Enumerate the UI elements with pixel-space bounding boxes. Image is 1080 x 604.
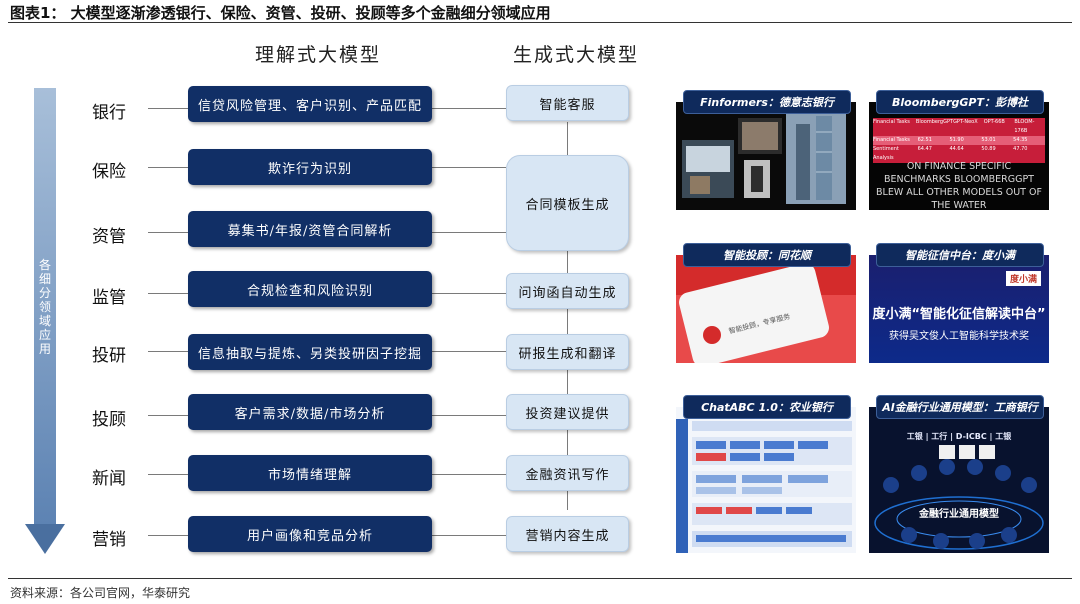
duxiaoman-headline: 度小满“智能化征信解读中台” (872, 307, 1046, 322)
generative-box-marketing: 营销内容生成 (506, 516, 629, 552)
card-icbc: AI金融行业通用模型：工商银行 工银 | 工行 | D-ICBC | 工银 金融… (869, 395, 1049, 553)
chatabc-architecture (676, 407, 856, 553)
model-illustration (874, 445, 1044, 550)
understanding-box-research: 信息抽取与提炼、另类投研因子挖掘 (188, 334, 432, 370)
icbc-center-label: 金融行业通用模型 (919, 509, 999, 520)
office-photo (676, 102, 856, 210)
vertical-connector (567, 122, 568, 510)
understanding-box-asset-mgmt: 募集书/年报/资管合同解析 (188, 211, 432, 247)
row-label-advisory: 投顾 (92, 410, 126, 430)
office-illustration (682, 112, 846, 204)
card-title: 智能投顾：同花顺 (683, 243, 851, 267)
generative-box-contract: 合同模板生成 (506, 155, 629, 251)
duxiaoman-panel: 度小满 度小满“智能化征信解读中台” 获得吴文俊人工智能科学技术奖 (869, 255, 1049, 363)
understanding-box-advisory: 客户需求/数据/市场分析 (188, 394, 432, 430)
card-title: Finformers：德意志银行 (683, 90, 851, 114)
understanding-box-insurance: 欺诈行为识别 (188, 149, 432, 185)
card-title: BloombergGPT：彭博社 (876, 90, 1044, 114)
source-note: 资料来源：各公司官网，华泰研究 (10, 586, 191, 600)
row-label-research: 投研 (92, 346, 126, 366)
card-chatabc: ChatABC 1.0：农业银行 (676, 395, 856, 553)
figure-title: 图表1： 大模型逐渐渗透银行、保险、资管、投研、投顾等多个金融细分领域应用 (10, 4, 551, 22)
icbc-panel: 工银 | 工行 | D-ICBC | 工银 金融行业通用模型 (869, 407, 1049, 553)
generative-box-research: 研报生成和翻译 (506, 334, 629, 370)
understanding-box-marketing: 用户画像和竞品分析 (188, 516, 432, 552)
sidebar-label: 各细分领域应用 (38, 258, 51, 356)
footer-rule (8, 578, 1072, 579)
bloomberg-panel: Financial Tasks BloombergGPT GPT-NeoX OP… (869, 102, 1049, 210)
row-label-marketing: 营销 (92, 530, 126, 550)
generative-column-title: 生成式大模型 (513, 44, 640, 66)
phone-illustration (676, 263, 856, 363)
understanding-column-title: 理解式大模型 (255, 44, 382, 66)
generative-box-advisory: 投资建议提供 (506, 394, 629, 430)
row-label-bank: 银行 (92, 103, 126, 123)
row-label-asset-mgmt: 资管 (92, 227, 126, 247)
card-title: 智能征信中台：度小满 (876, 243, 1044, 267)
generative-box-bank: 智能客服 (506, 85, 629, 121)
down-arrow-icon (25, 524, 65, 554)
tonghuashun-panel: 智能投顾，专享服务 (676, 255, 856, 363)
card-finformers: Finformers：德意志银行 (676, 90, 856, 210)
card-title: AI金融行业通用模型：工商银行 (876, 395, 1044, 419)
icbc-banner: 工银 | 工行 | D-ICBC | 工银 (906, 432, 1012, 441)
understanding-box-bank: 信贷风险管理、客户识别、产品匹配 (188, 86, 432, 122)
card-duxiaoman: 智能征信中台：度小满 度小满 度小满“智能化征信解读中台” 获得吴文俊人工智能科… (869, 243, 1049, 363)
duxiaoman-logo: 度小满 (1005, 271, 1041, 286)
benchmark-caption: ON FINANCE SPECIFIC BENCHMARKS BLOOMBERG… (876, 161, 1042, 210)
header-rule (8, 22, 1072, 23)
row-label-news: 新闻 (92, 469, 126, 489)
understanding-box-regulation: 合规检查和风险识别 (188, 271, 432, 307)
row-label-regulation: 监管 (92, 288, 126, 308)
sidebar-arrow-shaft (34, 88, 56, 524)
row-label-insurance: 保险 (92, 162, 126, 182)
generative-box-regulation: 问询函自动生成 (506, 273, 629, 309)
card-tonghuashun: 智能投顾：同花顺 智能投顾，专享服务 (676, 243, 856, 363)
understanding-box-news: 市场情绪理解 (188, 455, 432, 491)
card-bloomberggpt: BloombergGPT：彭博社 Financial Tasks Bloombe… (869, 90, 1049, 210)
generative-box-news: 金融资讯写作 (506, 455, 629, 491)
architecture-diagram (676, 419, 852, 553)
duxiaoman-subline: 获得吴文俊人工智能科学技术奖 (889, 331, 1029, 342)
card-title: ChatABC 1.0：农业银行 (683, 395, 851, 419)
benchmark-table: Financial Tasks BloombergGPT GPT-NeoX OP… (873, 118, 1045, 163)
